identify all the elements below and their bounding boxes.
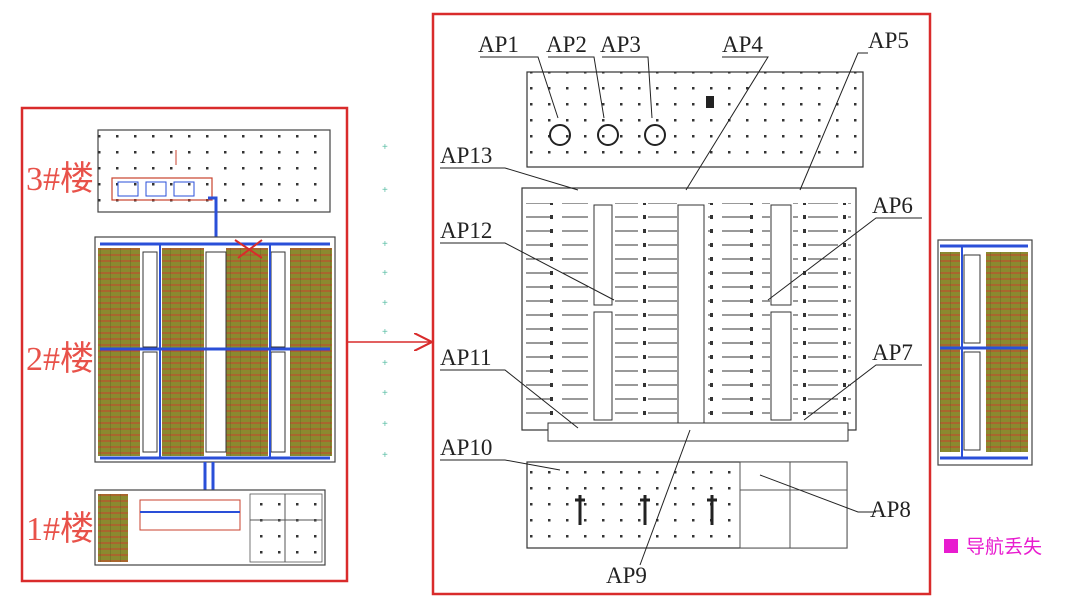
ap-leader-lines	[440, 52, 922, 566]
floor-3-plan	[97, 129, 331, 213]
svg-text:+: +	[382, 239, 388, 250]
detail-middle-block	[521, 187, 857, 442]
ap-label-7: AP7	[872, 340, 913, 365]
ap-label-11: AP11	[440, 345, 492, 370]
overview-frame	[20, 106, 349, 583]
legend-swatch	[944, 538, 958, 553]
floor-1-plan	[94, 489, 326, 566]
ap-label-13: AP13	[440, 143, 492, 168]
detail-frame	[431, 12, 932, 596]
ap-label-9: AP9	[606, 563, 647, 588]
svg-text:+: +	[382, 327, 388, 338]
legend-label: 导航丢失	[966, 536, 1043, 558]
svg-text:+: +	[382, 358, 388, 369]
ap-label-8: AP8	[870, 497, 911, 522]
svg-text:+: +	[382, 419, 388, 430]
ap-label-12: AP12	[440, 218, 492, 243]
floor-label-3: 3#楼	[26, 160, 94, 198]
right-partial-plan	[937, 239, 1033, 466]
floor-2-plan	[94, 236, 336, 463]
ap-label-3: AP3	[600, 32, 641, 57]
svg-text:+: +	[382, 268, 388, 279]
ap-label-5: AP5	[868, 28, 909, 53]
svg-text:+: +	[382, 298, 388, 309]
svg-text:+: +	[382, 142, 388, 153]
legend: 导航丢失	[944, 532, 1042, 559]
ap-label-6: AP6	[872, 193, 913, 218]
detail-top-block	[526, 71, 864, 168]
svg-text:+: +	[382, 450, 388, 461]
svg-text:+: +	[382, 185, 388, 196]
svg-text:+: +	[382, 388, 388, 399]
detail-bottom-block	[526, 461, 848, 549]
marker-column: + + + + + + + + + +	[382, 142, 388, 461]
ap-label-1: AP1	[478, 32, 519, 57]
floor-label-2: 2#楼	[26, 340, 94, 378]
ap-label-2: AP2	[546, 32, 587, 57]
floor-label-1: 1#楼	[26, 510, 94, 548]
ap-label-10: AP10	[440, 435, 492, 460]
ap-label-4: AP4	[722, 32, 763, 57]
